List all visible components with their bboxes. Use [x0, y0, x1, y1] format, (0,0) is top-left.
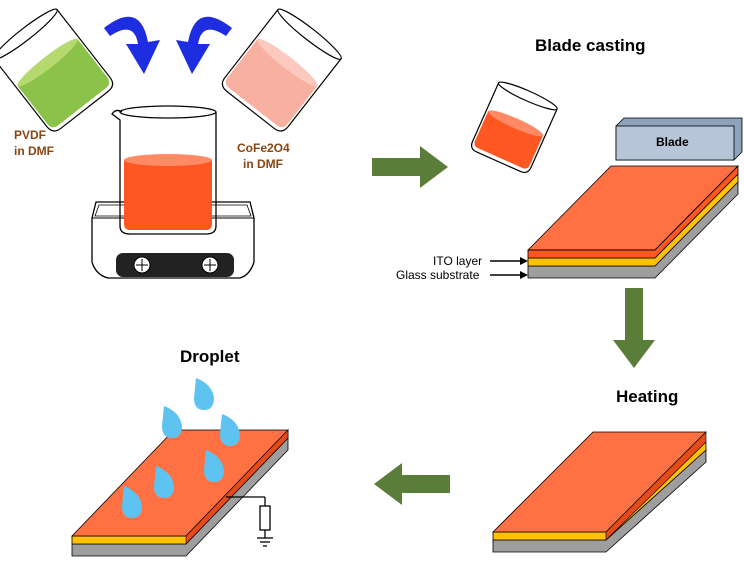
pvdf-label-2: in DMF [14, 144, 54, 158]
pour-arrow-right-icon [176, 16, 232, 74]
cofe-label-1: CoFe2O4 [237, 141, 290, 155]
droplet-icon [204, 450, 224, 482]
ground-resistor-icon [226, 496, 273, 547]
pouring-beaker [470, 81, 558, 174]
droplet-icon [154, 466, 174, 498]
droplet-icon [122, 486, 142, 518]
pour-arrow-left-icon [104, 16, 160, 74]
ito-layer-label: ITO layer [433, 254, 482, 268]
arrow-down-icon [613, 288, 655, 368]
droplet-icon [220, 414, 240, 446]
substrate-blade-casting [527, 165, 739, 279]
cofe-label-2: in DMF [243, 157, 283, 171]
substrate-heating [492, 431, 707, 553]
glass-substrate-label: Glass substrate [396, 268, 480, 282]
pvdf-beaker [0, 8, 114, 132]
pvdf-label-1: PVDF [14, 128, 46, 142]
substrate-droplet [71, 429, 289, 557]
blade-label: Blade [656, 135, 689, 149]
droplet-icon [194, 378, 214, 410]
arrow-left-icon [374, 463, 450, 505]
step-title-droplet: Droplet [180, 347, 240, 366]
blade: Blade [615, 117, 743, 161]
droplet-icon [162, 406, 182, 438]
step-title-heating: Heating [616, 387, 678, 406]
droplets [122, 378, 240, 518]
arrow-right-icon [372, 146, 448, 188]
step-title-blade-casting: Blade casting [535, 36, 646, 55]
cofe-beaker [221, 8, 342, 132]
mixing-beaker [111, 105, 217, 235]
